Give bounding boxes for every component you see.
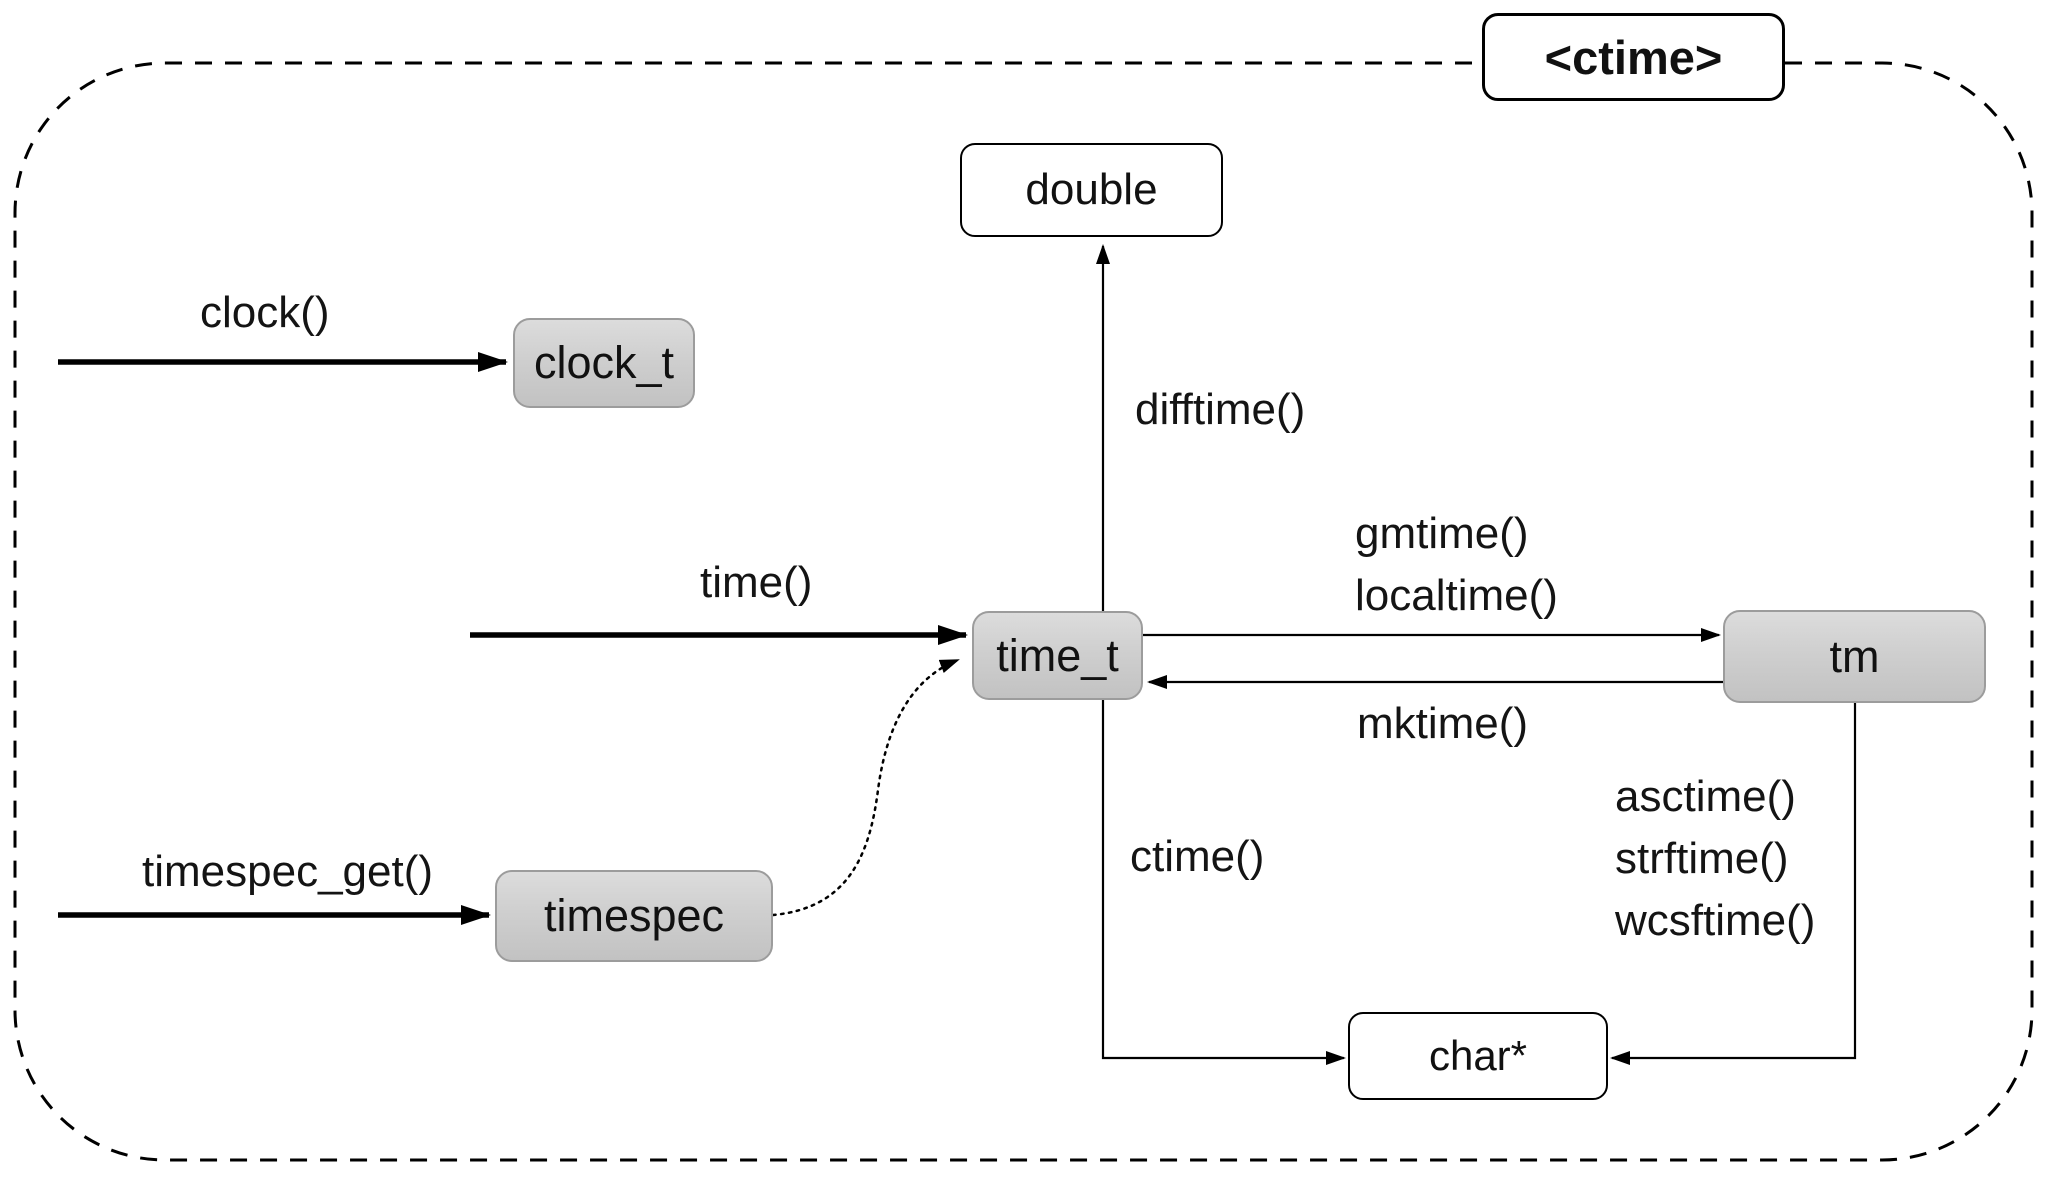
label-difftime: difftime() bbox=[1135, 385, 1306, 434]
label-time: time() bbox=[700, 558, 813, 607]
timespec-to-time-t-dotted-link bbox=[771, 658, 960, 917]
node-timespec: timespec bbox=[495, 870, 773, 962]
node-tm-label: tm bbox=[1829, 630, 1880, 682]
node-char-ptr-label: char* bbox=[1428, 1032, 1528, 1079]
node-clock-t-label: clock_t bbox=[533, 337, 675, 388]
header-title: <ctime> bbox=[1544, 30, 1723, 84]
node-timespec-label: timespec bbox=[543, 890, 725, 941]
ctime-scope-border bbox=[13, 61, 2034, 1162]
label-asctime: asctime() bbox=[1615, 772, 1796, 821]
label-ctime: ctime() bbox=[1130, 832, 1265, 881]
label-localtime: localtime() bbox=[1355, 571, 1558, 620]
node-double-label: double bbox=[1025, 165, 1158, 214]
label-mktime: mktime() bbox=[1357, 699, 1529, 748]
node-double: double bbox=[960, 143, 1223, 237]
label-wcsftime: wcsftime() bbox=[1615, 896, 1816, 945]
label-asctime-strftime-wcsftime: asctime() strftime() wcsftime() bbox=[1615, 766, 1815, 952]
node-time-t: time_t bbox=[972, 611, 1143, 700]
label-gmtime-localtime: gmtime() localtime() bbox=[1355, 503, 1558, 627]
label-clock: clock() bbox=[200, 288, 330, 337]
header-title-box: <ctime> bbox=[1482, 13, 1785, 101]
asctime-strftime-arrow bbox=[1610, 703, 1857, 1065]
node-clock-t: clock_t bbox=[513, 318, 695, 408]
node-char-ptr: char* bbox=[1348, 1012, 1608, 1100]
label-gmtime: gmtime() bbox=[1355, 509, 1529, 558]
label-timespec-get: timespec_get() bbox=[142, 847, 434, 896]
node-time-t-label: time_t bbox=[996, 629, 1119, 681]
label-strftime: strftime() bbox=[1615, 834, 1789, 883]
ctime-arrow bbox=[1101, 655, 1346, 1065]
node-tm: tm bbox=[1723, 610, 1986, 703]
